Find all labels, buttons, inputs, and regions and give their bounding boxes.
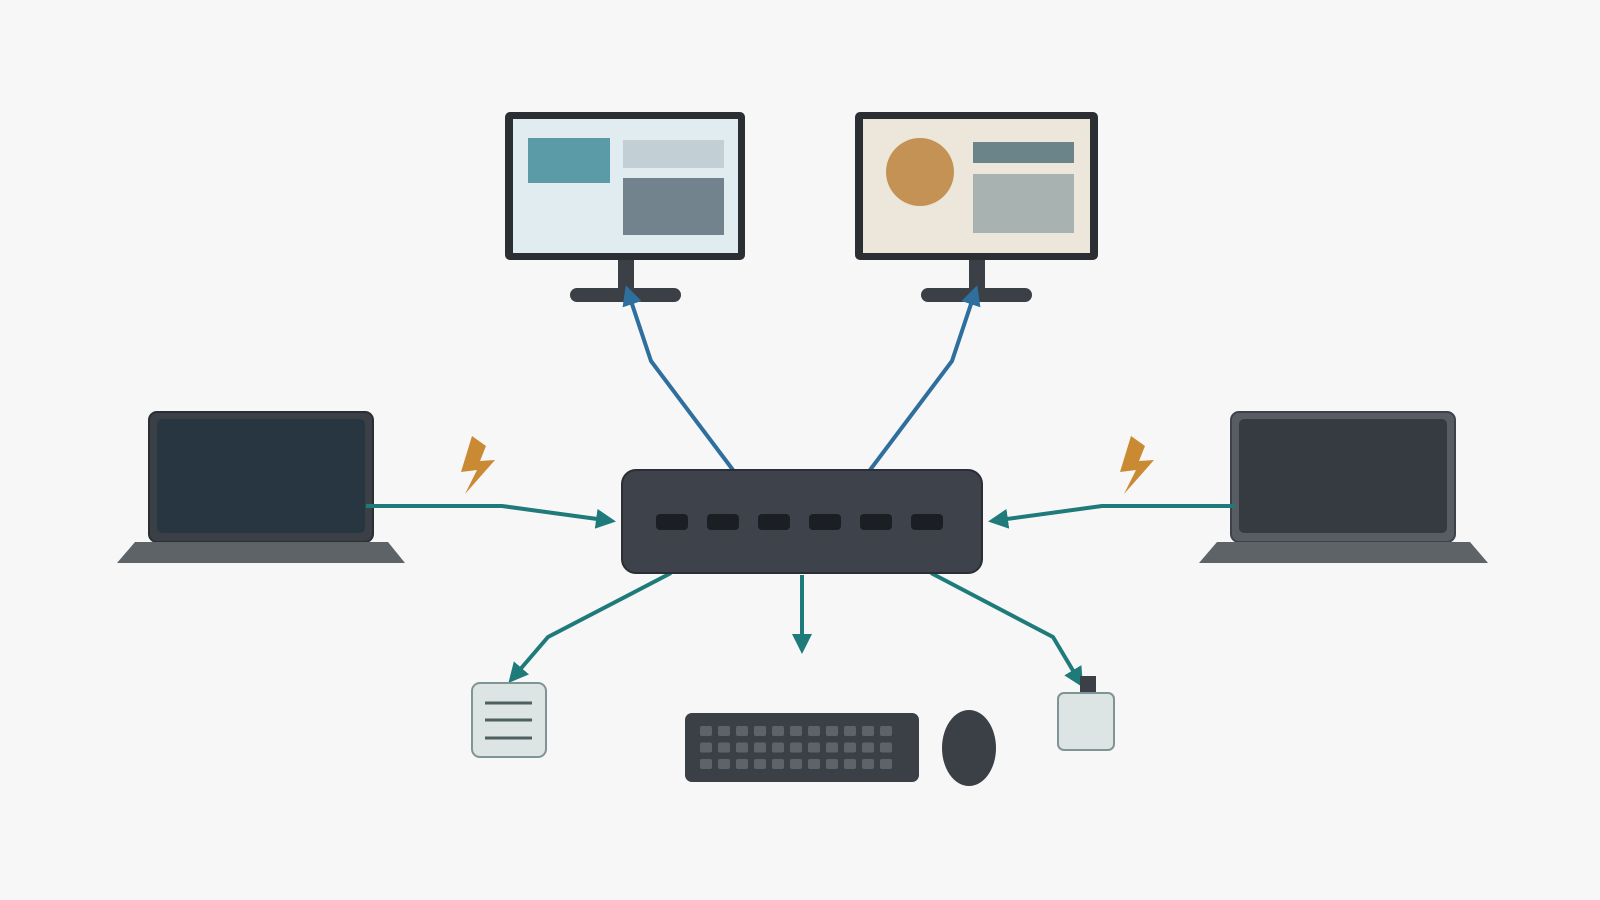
keyboard-key xyxy=(772,759,784,769)
dock-port xyxy=(758,514,790,530)
monitor-left-panel-light xyxy=(623,140,724,168)
storage-drive-icon xyxy=(1057,676,1115,751)
monitor-left-neck xyxy=(618,260,634,290)
keyboard-key xyxy=(754,726,766,736)
dock-ports xyxy=(656,514,943,530)
monitor-right-neck xyxy=(969,260,985,290)
keyboard-key xyxy=(880,742,892,753)
laptop-right-base xyxy=(1199,542,1488,563)
keyboard-key xyxy=(808,759,820,769)
dock-port xyxy=(656,514,688,530)
keyboard-icon xyxy=(685,713,919,782)
keyboard-key xyxy=(754,742,766,753)
keyboard-key xyxy=(808,726,820,736)
keyboard-key xyxy=(880,759,892,769)
keyboard-key xyxy=(862,742,874,753)
keyboard-key xyxy=(700,759,712,769)
link-dock-to-drive xyxy=(930,571,1084,688)
keyboard-key xyxy=(772,726,784,736)
link-dock-to-monitor-left xyxy=(622,285,735,472)
lightning-bolt-icon xyxy=(1120,436,1154,494)
mouse-icon xyxy=(942,710,996,786)
link-dock-to-monitor-right xyxy=(868,285,981,472)
monitor-right-panel-grey xyxy=(973,174,1074,233)
dock-port xyxy=(809,514,841,530)
keyboard-key xyxy=(790,742,802,753)
keyboard-key xyxy=(808,742,820,753)
keyboard-key xyxy=(790,726,802,736)
keyboard-key xyxy=(844,759,856,769)
monitor-left-panel-teal xyxy=(528,138,610,183)
monitor-left xyxy=(505,112,745,302)
dock-body xyxy=(621,469,983,574)
laptop-left-base xyxy=(117,542,405,563)
keyboard-key xyxy=(844,726,856,736)
dock-port xyxy=(707,514,739,530)
keyboard-key xyxy=(826,726,838,736)
keyboard-key xyxy=(736,726,748,736)
docking-station-icon xyxy=(621,469,983,574)
keyboard-key xyxy=(790,759,802,769)
drive-body xyxy=(1057,692,1115,751)
monitor-right-circle xyxy=(886,138,954,206)
keyboard-key xyxy=(754,759,766,769)
laptop-right xyxy=(1199,411,1488,563)
keyboard-key xyxy=(700,742,712,753)
keyboard-key xyxy=(700,726,712,736)
drive-connector xyxy=(1080,676,1096,693)
keyboard-key xyxy=(718,742,730,753)
laptop-right-screen xyxy=(1239,419,1447,533)
keyboard-key xyxy=(826,759,838,769)
keyboard-keys xyxy=(700,726,892,769)
dock-port xyxy=(911,514,943,530)
keyboard-key xyxy=(862,759,874,769)
monitor-right xyxy=(855,112,1098,302)
link-dock-to-document xyxy=(508,571,672,684)
keyboard-key xyxy=(736,742,748,753)
keyboard-key xyxy=(772,742,784,753)
connections xyxy=(366,285,1235,688)
monitor-left-panel-slate xyxy=(623,178,724,235)
link-laptop-right-to-dock xyxy=(988,504,1235,529)
keyboard-key xyxy=(718,726,730,736)
keyboard-key xyxy=(736,759,748,769)
keyboard-key xyxy=(718,759,730,769)
lightning-bolt-icon xyxy=(461,436,495,494)
monitor-right-panel-dark xyxy=(973,142,1074,163)
laptop-left-screen xyxy=(157,419,365,533)
keyboard-key xyxy=(844,742,856,753)
dock-port xyxy=(860,514,892,530)
link-laptop-left-to-dock xyxy=(366,504,616,529)
laptop-left xyxy=(117,411,405,563)
keyboard-key xyxy=(862,726,874,736)
keyboard-key xyxy=(826,742,838,753)
document-icon xyxy=(471,682,547,758)
keyboard-key xyxy=(880,726,892,736)
